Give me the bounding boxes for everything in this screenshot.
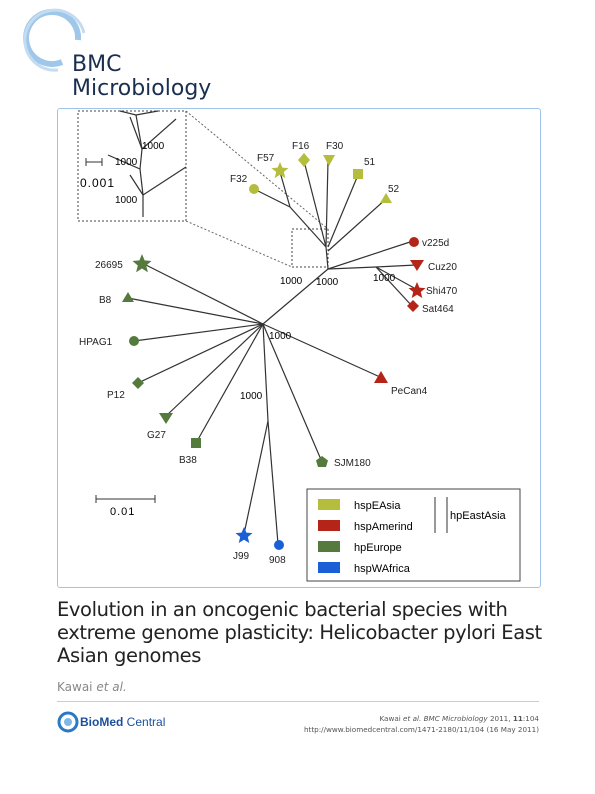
legend-label: hspAmerind [354,521,413,533]
taxon-marker-PeCan4 [374,371,388,383]
taxon-label: G27 [147,430,166,441]
taxa-labels: F57 F16 F30 51 F32 52 v225d Cuz20 Shi470… [79,141,458,566]
taxon-marker-52 [380,193,392,203]
inset-panel: 1000 1000 1000 0.001 [77,110,329,268]
publisher-name-bold: BioMed [80,715,124,729]
taxon-label: PeCan4 [391,386,428,397]
journal-name-bmc: BMC [72,52,122,77]
inset-bootstrap: 1000 [115,157,138,168]
tree-branches [127,160,417,545]
citation-line: Kawai et al. BMC Microbiology 2011, 11:1… [304,713,539,724]
inset-scale-label: 0.001 [80,176,115,190]
taxon-marker-F16 [298,153,310,167]
scale-bar [95,495,156,503]
taxon-marker-SJM180 [316,456,328,467]
author-etal: et al. [96,680,127,694]
publisher-name: BioMed Central [80,715,165,729]
author-name: Kawai [57,680,93,694]
legend-swatch-hpEurope [318,541,340,552]
journal-name-microbiology: Microbiology [72,76,212,101]
taxon-label: HPAG1 [79,337,113,348]
inset-scale-bar [85,158,103,166]
taxon-label: Sat464 [422,304,454,315]
journal-logo [23,8,86,72]
legend-swatch-hspWAfrica [318,562,340,573]
taxon-label: F30 [326,141,344,152]
scale-bar-label: 0.01 [110,506,135,518]
figure-frame: 1000 1000 1000 0.001 [57,108,541,588]
inset-bootstrap: 1000 [115,195,138,206]
taxon-marker-908 [274,540,284,550]
legend-group-label: hpEastAsia [450,510,507,522]
article-title: Evolution in an oncogenic bacterial spec… [57,598,542,667]
taxon-marker-G27 [159,413,173,424]
legend-swatch-hspEAsia [318,499,340,510]
taxon-marker-51 [353,169,363,179]
taxon-label: F57 [257,153,275,164]
taxon-marker-F32 [249,184,259,194]
inset-bootstrap: 1000 [142,141,165,152]
citation: Kawai et al. BMC Microbiology 2011, 11:1… [304,713,539,735]
taxon-marker-F30 [323,155,335,166]
taxon-marker-B38 [191,438,201,448]
citation-pages: :104 [522,714,539,723]
biomed-central-logo-icon [57,711,79,733]
taxon-marker-Cuz20 [410,260,424,271]
citation-journal: BMC Microbiology [423,714,488,723]
taxon-label: 52 [388,184,400,195]
taxon-marker-Shi470 [408,282,426,298]
legend-label: hspEAsia [354,500,401,512]
bootstrap-label: 1000 [269,331,292,342]
taxon-label: SJM180 [334,458,371,469]
article-authors: Kawai et al. [57,680,127,694]
citation-etal: et al. [403,714,422,723]
bootstrap-label: 1000 [280,276,303,287]
phylogenetic-tree: 1000 1000 1000 0.001 [77,110,521,582]
taxa-markers [122,153,426,550]
citation-url[interactable]: http://www.biomedcentral.com/1471-2180/1… [303,725,539,734]
taxon-label: Cuz20 [428,262,457,273]
footer-divider [57,701,539,702]
legend-label: hspWAfrica [354,563,411,575]
taxon-marker-F57 [271,162,289,178]
taxon-marker-HPAG1 [129,336,139,346]
legend: hspEAsia hspAmerind hpEurope hspWAfrica … [306,488,521,582]
taxon-label: Shi470 [426,286,458,297]
taxon-label: P12 [107,390,125,401]
taxon-label: F32 [230,174,248,185]
taxon-label: B8 [99,295,112,306]
taxon-label: B38 [179,455,197,466]
taxon-marker-P12 [132,377,144,389]
taxon-label: 26695 [95,260,123,271]
taxon-label: 908 [269,555,286,566]
citation-author: Kawai [379,714,401,723]
taxon-marker-B8 [122,292,134,302]
taxon-marker-v225d [409,237,419,247]
publisher-name-rest: Central [123,715,166,729]
taxon-label: 51 [364,157,376,168]
taxon-marker-J99 [235,527,253,543]
citation-volume: 11 [512,714,523,723]
taxon-label: F16 [292,141,310,152]
citation-year: 2011, [489,714,511,723]
bootstrap-label: 1000 [316,277,339,288]
taxon-label: J99 [233,551,250,562]
legend-label: hpEurope [354,542,402,554]
bootstrap-label: 1000 [373,273,396,284]
taxon-label: v225d [422,238,449,249]
bootstrap-label: 1000 [240,391,263,402]
taxon-marker-Sat464 [407,300,419,312]
legend-swatch-hspAmerind [318,520,340,531]
taxon-marker-26695 [132,254,152,273]
